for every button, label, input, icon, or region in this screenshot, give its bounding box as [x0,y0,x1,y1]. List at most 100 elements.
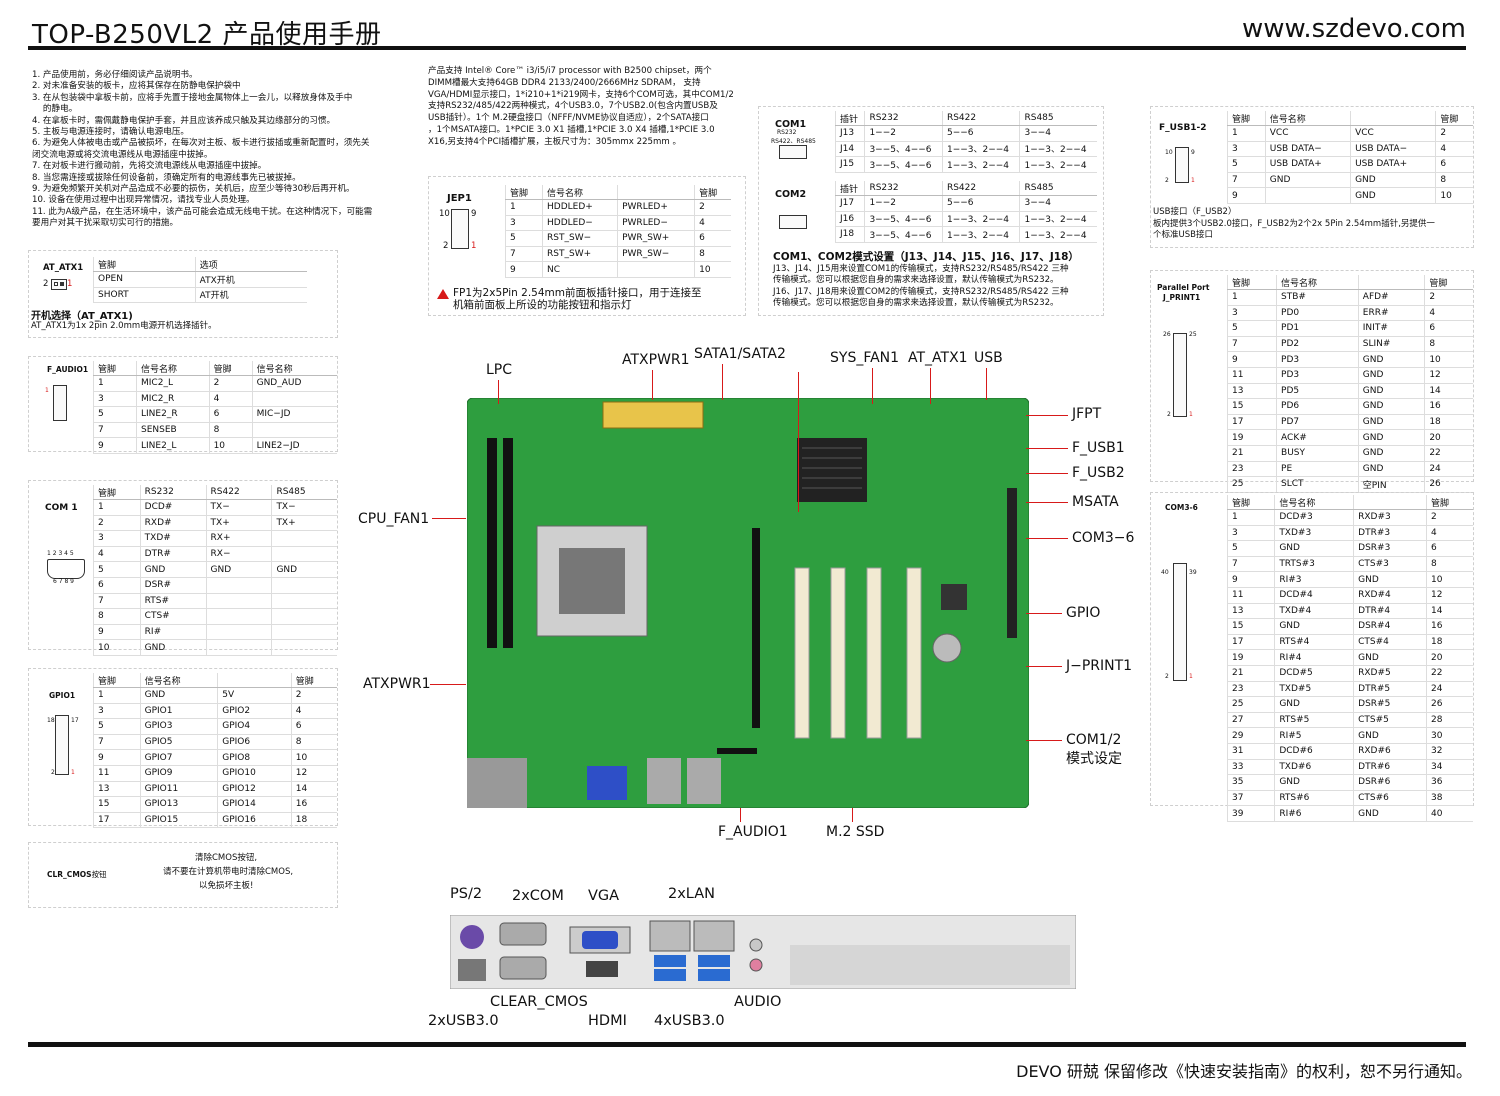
note-line: 7. 在对板卡进行搬动前，先将交流电源线从电源插座中拔掉。 [32,161,267,172]
table-cell: VCC [1264,125,1351,142]
com1-label: COM 1 [45,503,78,513]
table-cell: 4 [208,391,253,408]
pin-label: 26 [1163,331,1171,338]
clr-cmos-text-2: 请不要在计算机带电时清除CMOS, [163,867,294,877]
note-line: 的静电。 [32,104,78,115]
column-header: 管脚 [290,673,337,688]
column-header: 信号名称 [136,361,210,376]
com-mode-desc-line: 传输模式。您可以根据您自身的需求来选择设置，默认传输模式为RS232。 [773,275,1059,286]
column-header: 管脚 [1435,111,1473,126]
table-cell: DCD#6 [1274,743,1354,760]
db9-top-pins: 1 2 3 4 5 [47,550,74,557]
com1-mode-sub: RS232 [777,129,797,136]
table-cell: GND [1350,187,1436,204]
table-cell: RX− [205,546,272,563]
jep1-warning: FP1为2x5Pin 2.54mm前面板插针接口，用于连接至 [453,287,702,299]
callout-line [1026,740,1062,741]
pin-label: 1 [1189,411,1193,418]
intro-line: DIMM槽最大支持64GB DDR4 2133/2400/2666MHz SDR… [428,77,701,88]
bp-usb2-label: 2xUSB3.0 [428,1013,499,1029]
table-cell: 16 [1426,618,1473,635]
table-header-row: 管脚信号名称管脚 [504,185,731,200]
column-header: 插针 [834,111,865,126]
table-cell [271,639,337,656]
table-cell: 23 [1226,681,1275,698]
product-intro: 产品支持 Intel® Core™ i3/i5/i7 processor wit… [428,66,734,149]
callout-com12: COM1/2 [1066,732,1122,748]
table-cell: 10 [1426,571,1473,588]
table-cell: 20 [1424,429,1473,446]
table-cell: GPIO12 [217,781,292,798]
table-cell: DCD# [139,499,207,516]
parallel-header-icon [1173,333,1187,417]
table-cell: DTR#4 [1353,603,1427,620]
table-cell: 30 [1426,727,1473,744]
table-cell: 4 [1424,305,1473,322]
table-cell: 10 [208,437,253,454]
table-cell: TX− [205,499,272,516]
callout-line [986,368,987,400]
table-cell: 8 [1426,556,1473,573]
table-cell: 9 [1226,571,1275,588]
callout-line [1026,666,1062,667]
table-cell: GND [1357,414,1425,431]
callout-line [1026,613,1062,614]
table-cell: TX+ [205,515,272,532]
at-atx1-caption: 开机选择（AT_ATX1) [31,311,133,322]
table-cell: 10 [93,639,141,656]
website: www.szdevo.com [1242,14,1466,44]
column-header: RS232 [864,111,943,126]
column-header [217,673,292,688]
table-cell: 5 [92,406,137,423]
table-cell: 8 [208,422,253,439]
callout-line [798,372,799,512]
note-line: 闭交流电源或将交流电源线从电源插座中拔掉。 [32,149,213,160]
table-cell: PD7 [1276,414,1359,431]
note-line: 要用户对其干扰采取切实可行的措施。 [32,218,179,229]
table-cell: 11 [93,765,141,782]
table-cell: GPIO8 [217,749,292,766]
table-cell [271,593,337,610]
table-cell: ERR# [1357,305,1425,322]
pin-label: 2 [43,279,49,289]
table-cell: 18 [1426,634,1473,651]
f-usb-caption: USB接口（F_USB2） [1153,207,1237,217]
table-cell: PD5 [1276,383,1359,400]
pin-label: 2 [51,769,55,776]
f-audio-label: F_AUDIO1 [47,365,89,374]
column-header [1357,275,1425,290]
table-cell: 20 [1426,649,1473,666]
clr-cmos-text-3: 以免损坏主板! [199,881,254,891]
table-cell: TX− [271,499,337,516]
note-line: 4. 在拿板卡时，需佩戴静电保护手套，并且应该养成只触及其边缘部分的习惯。 [32,115,336,126]
table-cell: 2 [694,199,731,216]
table-cell: 1−−3、2−−4 [1019,156,1097,173]
table-cell: 9 [1227,187,1266,204]
table-cell: BUSY [1276,445,1359,462]
note-line: 1. 产品使用前，务必仔细阅读产品说明书。 [32,70,198,80]
f-usb-label: F_USB1-2 [1159,123,1207,133]
table-cell: 9 [93,624,141,641]
table-cell: 3 [1227,141,1266,158]
table-cell: PD3 [1276,367,1359,384]
note-line: 2. 对未准备安装的板卡，应将其保存在防静电保护袋中 [32,81,241,92]
